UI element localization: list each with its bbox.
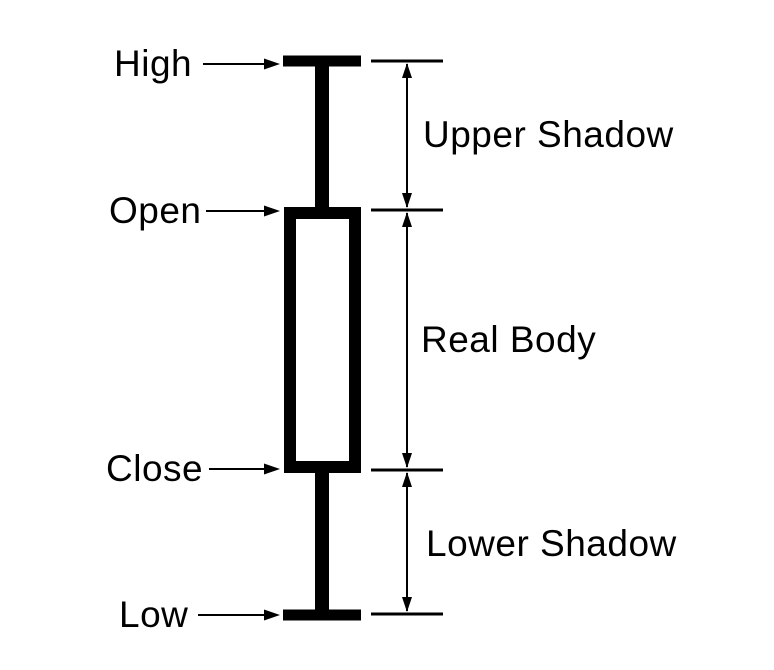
arrowhead-down-icon: [402, 597, 412, 612]
arrowhead-right-icon: [264, 609, 280, 621]
arrowhead-down-icon: [402, 453, 412, 468]
arrowhead-up-icon: [402, 63, 412, 78]
candlestick: [283, 55, 361, 621]
open-label: Open: [109, 190, 202, 231]
lower-shadow-label: Lower Shadow: [426, 523, 677, 564]
dimension-guides: [371, 59, 443, 616]
low-label: Low: [119, 594, 188, 635]
arrowhead-right-icon: [264, 463, 280, 475]
region-labels: Upper Shadow Real Body Lower Shadow: [421, 114, 677, 564]
high-label: High: [114, 43, 192, 84]
left-callouts: High Open Close Low: [106, 43, 280, 635]
real-body-label: Real Body: [421, 319, 596, 360]
close-label: Close: [106, 448, 203, 489]
arrowhead-right-icon: [264, 205, 280, 217]
real-body-rect: [284, 207, 361, 473]
arrowhead-up-icon: [402, 472, 412, 487]
arrowhead-down-icon: [402, 193, 412, 208]
arrowhead-up-icon: [402, 212, 412, 227]
upper-shadow-label: Upper Shadow: [423, 114, 674, 155]
arrowhead-right-icon: [264, 58, 280, 70]
